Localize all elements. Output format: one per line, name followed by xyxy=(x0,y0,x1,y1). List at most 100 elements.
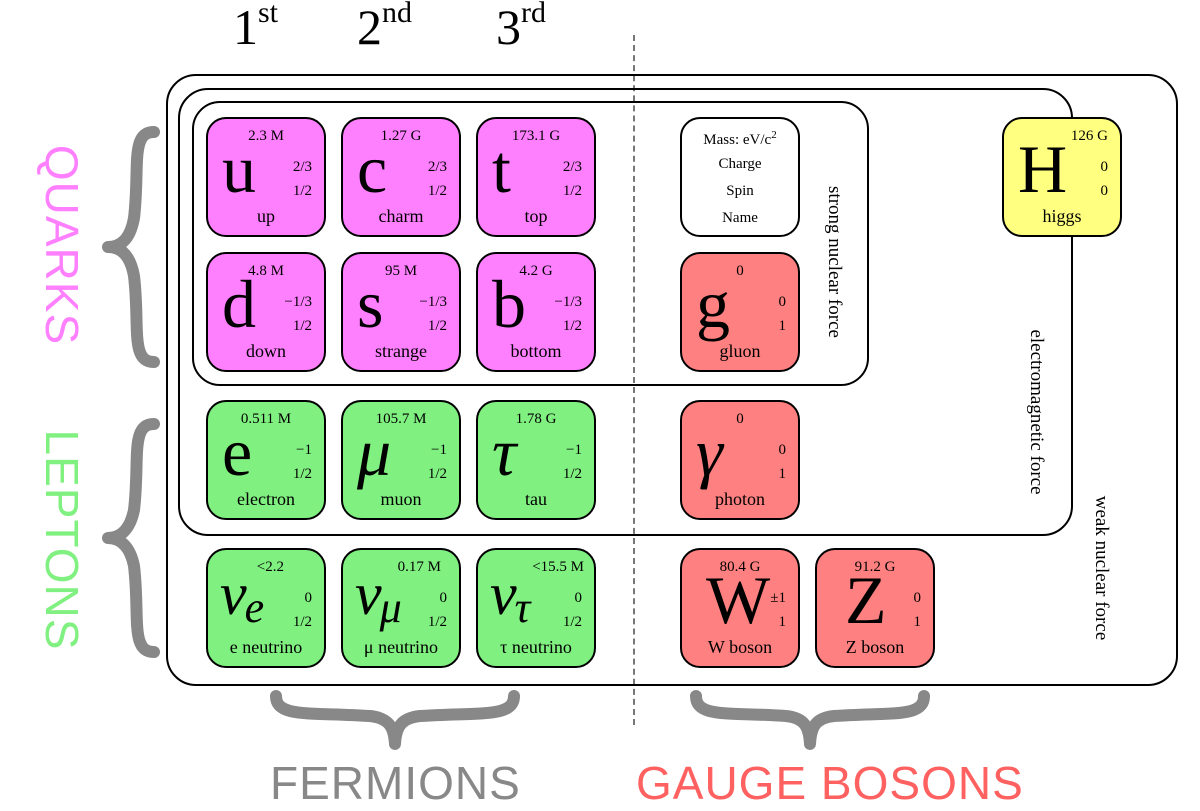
particle-higgs: 126 G H 0 0 higgs xyxy=(1002,117,1122,237)
particle-photon: 0 γ 0 1 photon xyxy=(680,400,800,520)
spin-label: 1/2 xyxy=(292,318,312,334)
charge-label: −1/3 xyxy=(419,294,447,310)
name-label: bottom xyxy=(510,341,562,361)
name-label: W boson xyxy=(707,637,773,657)
spin-label: 1/2 xyxy=(292,183,312,199)
particle-bottom: 4.2 G b −1/3 1/2 bottom xyxy=(476,252,596,372)
mass-label: 0.17 M xyxy=(397,559,441,575)
symbol: νμ xyxy=(355,561,402,632)
weak-force-label: weak nuclear force xyxy=(1091,495,1112,641)
particle-gluon: 0 g 0 1 gluon xyxy=(680,252,800,372)
particle-mu-neutrino: 0.17 M νμ 0 1/2 μ neutrino xyxy=(341,548,461,668)
charge-label: −1/3 xyxy=(284,294,312,310)
mass-label: 126 G xyxy=(1070,128,1108,144)
spin-label: 1/2 xyxy=(292,614,312,630)
symbol: s xyxy=(357,266,384,342)
gauge-bosons-brace xyxy=(690,690,930,750)
charge-label: 2/3 xyxy=(292,159,312,175)
mass-label: 4.8 M xyxy=(248,263,284,279)
symbol: τ xyxy=(492,414,517,490)
symbol: u xyxy=(222,131,256,207)
mass-label: <15.5 M xyxy=(532,559,584,575)
mass-label: 0 xyxy=(736,411,744,427)
gauge-bosons-label: GAUGE BOSONS xyxy=(636,757,1024,809)
quarks-brace xyxy=(102,126,160,368)
symbol: b xyxy=(492,266,526,342)
legend-key: Mass: eV/c2 Charge Spin Name xyxy=(680,117,800,237)
particle-tau-neutrino: <15.5 M ντ 0 1/2 τ neutrino xyxy=(476,548,596,668)
name-label: tau xyxy=(525,489,547,509)
symbol: g xyxy=(696,266,730,342)
spin-label: 1/2 xyxy=(427,318,447,334)
particle-down: 4.8 M d −1/3 1/2 down xyxy=(206,252,326,372)
mass-label: 1.27 G xyxy=(380,128,422,144)
spin-label: 0 xyxy=(1100,183,1109,199)
charge-label: −1 xyxy=(296,442,312,458)
charge-label: 0 xyxy=(439,590,448,606)
symbol: d xyxy=(222,266,256,342)
spin-label: 1/2 xyxy=(562,466,582,482)
key-mass: Mass: eV/c2 xyxy=(703,129,777,148)
strong-force-label: strong nuclear force xyxy=(824,186,845,338)
spin-label: 1/2 xyxy=(427,183,447,199)
particle-z-boson: 91.2 G Z 0 1 Z boson xyxy=(815,548,935,668)
symbol: μ xyxy=(357,414,392,490)
particle-w-boson: 80.4 G W ±1 1 W boson xyxy=(680,548,800,668)
mass-label: 2.3 M xyxy=(248,128,284,144)
electromagnetic-force-region xyxy=(178,88,1073,536)
spin-label: 1/2 xyxy=(562,318,582,334)
name-label: electron xyxy=(237,489,295,509)
particle-top: 173.1 G t 2/3 1/2 top xyxy=(476,117,596,237)
symbol: e xyxy=(222,414,253,490)
symbol: Z xyxy=(845,562,887,638)
weak-force-region xyxy=(166,74,1178,686)
name-label: charm xyxy=(378,206,424,226)
mass-label: <2.2 xyxy=(256,559,284,575)
fermions-brace xyxy=(270,690,520,750)
symbol: H xyxy=(1018,131,1068,207)
mass-label: 173.1 G xyxy=(511,128,561,144)
spin-label: 1/2 xyxy=(562,183,582,199)
symbol: t xyxy=(492,131,511,207)
particle-charm: 1.27 G c 2/3 1/2 charm xyxy=(341,117,461,237)
spin-label: 1 xyxy=(913,614,922,630)
generation-2-header: 2nd xyxy=(357,0,412,55)
charge-label: 0 xyxy=(574,590,583,606)
charge-label: 0 xyxy=(778,442,787,458)
charge-label: −1/3 xyxy=(554,294,582,310)
charge-label: 2/3 xyxy=(427,159,447,175)
spin-label: 1 xyxy=(778,318,787,334)
mass-label: 95 M xyxy=(384,263,418,279)
name-label: photon xyxy=(714,489,765,509)
symbol: W xyxy=(706,562,771,638)
name-label: higgs xyxy=(1042,206,1082,226)
charge-label: 0 xyxy=(304,590,313,606)
mass-label: 80.4 G xyxy=(719,559,761,575)
symbol: c xyxy=(357,131,388,207)
particle-up: 2.3 M u 2/3 1/2 up xyxy=(206,117,326,237)
spin-label: 1/2 xyxy=(427,614,447,630)
quarks-label: QUARKS xyxy=(36,144,88,346)
strong-force-region xyxy=(192,101,869,386)
spin-label: 1/2 xyxy=(562,614,582,630)
key-spin: Spin xyxy=(726,183,754,199)
spin-label: 1/2 xyxy=(292,466,312,482)
spin-label: 1 xyxy=(778,614,787,630)
particle-electron: 0.511 M e −1 1/2 electron xyxy=(206,400,326,520)
symbol: γ xyxy=(696,414,723,490)
name-label: strange xyxy=(375,341,427,361)
mass-label: 0 xyxy=(736,263,744,279)
mass-label: 1.78 G xyxy=(515,411,557,427)
generation-3-header: 3rd xyxy=(496,0,546,55)
mass-label: 91.2 G xyxy=(854,559,896,575)
name-label: μ neutrino xyxy=(363,637,439,657)
particle-strange: 95 M s −1/3 1/2 strange xyxy=(341,252,461,372)
spin-label: 1 xyxy=(778,466,787,482)
charge-label: −1 xyxy=(566,442,582,458)
name-label: muon xyxy=(380,489,422,509)
electromagnetic-force-label: electromagnetic force xyxy=(1026,329,1047,495)
charge-label: 0 xyxy=(778,294,787,310)
symbol: ντ xyxy=(490,561,531,632)
charge-label: 0 xyxy=(1100,159,1109,175)
